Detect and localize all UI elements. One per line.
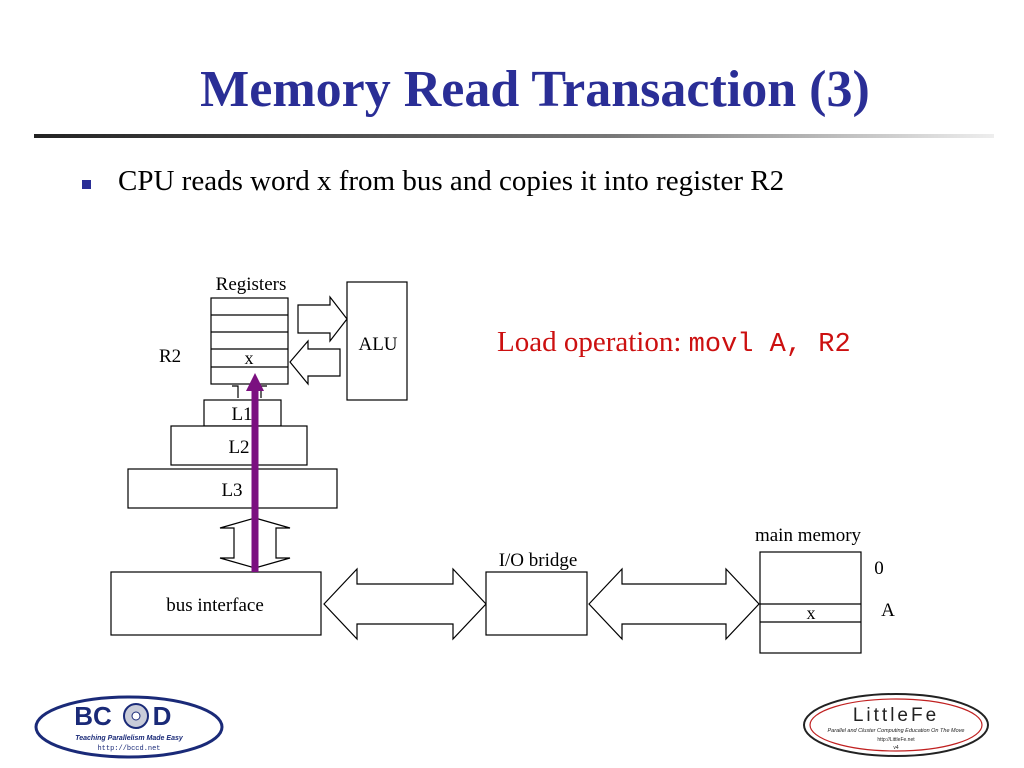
address-zero-label: 0 bbox=[874, 558, 884, 579]
bullet-square-icon bbox=[82, 180, 91, 189]
bus-to-bridge-double-arrow bbox=[323, 567, 487, 641]
registers-to-alu-arrow bbox=[297, 295, 348, 343]
cd-disc-icon bbox=[123, 703, 149, 729]
register-file bbox=[210, 297, 289, 385]
main-memory-label: main memory bbox=[755, 525, 862, 546]
bccd-logo-tagline: Teaching Parallelism Made Easy bbox=[75, 735, 184, 742]
bccd-logo-name-end: D bbox=[153, 701, 172, 731]
title-rule bbox=[34, 134, 994, 138]
l3-label: L3 bbox=[221, 480, 242, 501]
register-value: x bbox=[245, 348, 254, 368]
bccd-logo-name: BC bbox=[74, 701, 112, 731]
bullet-text: CPU reads word x from bus and copies it … bbox=[118, 165, 785, 197]
bus-interface-box bbox=[110, 571, 322, 636]
io-bridge-label: I/O bridge bbox=[499, 550, 578, 571]
l1-label: L1 bbox=[231, 404, 252, 425]
load-operation: Load operation: movl A, R2 bbox=[497, 326, 851, 360]
r2-label: R2 bbox=[159, 346, 181, 367]
address-a-label: A bbox=[881, 600, 895, 621]
memory-value: x bbox=[807, 603, 816, 623]
bccd-logo: BC D Teaching Parallelism Made Easy http… bbox=[34, 695, 224, 759]
bus-interface-label: bus interface bbox=[166, 595, 264, 616]
bridge-to-memory-double-arrow bbox=[588, 567, 760, 641]
bccd-logo-url: http://bccd.net bbox=[97, 745, 160, 753]
alu-box bbox=[346, 281, 408, 401]
littlefe-logo-version: v4 bbox=[893, 745, 899, 751]
alu-label: ALU bbox=[358, 334, 397, 355]
l2-cache-box bbox=[170, 425, 308, 466]
l3-cache-box bbox=[127, 468, 338, 509]
io-bridge-box bbox=[485, 571, 588, 636]
littlefe-logo: LittleFe Parallel and Cluster Computing … bbox=[803, 693, 989, 757]
littlefe-logo-name: LittleFe bbox=[853, 705, 939, 726]
littlefe-logo-url: http://LittleFe.net bbox=[877, 737, 915, 743]
main-memory bbox=[759, 551, 862, 654]
slide-title: Memory Read Transaction (3) bbox=[200, 61, 870, 118]
registers-label: Registers bbox=[216, 274, 287, 295]
l2-label: L2 bbox=[228, 437, 249, 458]
littlefe-logo-tagline: Parallel and Cluster Computing Education… bbox=[828, 728, 965, 734]
load-operation-label: Load operation: bbox=[497, 326, 682, 358]
load-operation-code: movl A, R2 bbox=[688, 330, 851, 360]
data-transfer-arrow bbox=[246, 373, 264, 572]
alu-to-registers-arrow bbox=[289, 339, 341, 386]
